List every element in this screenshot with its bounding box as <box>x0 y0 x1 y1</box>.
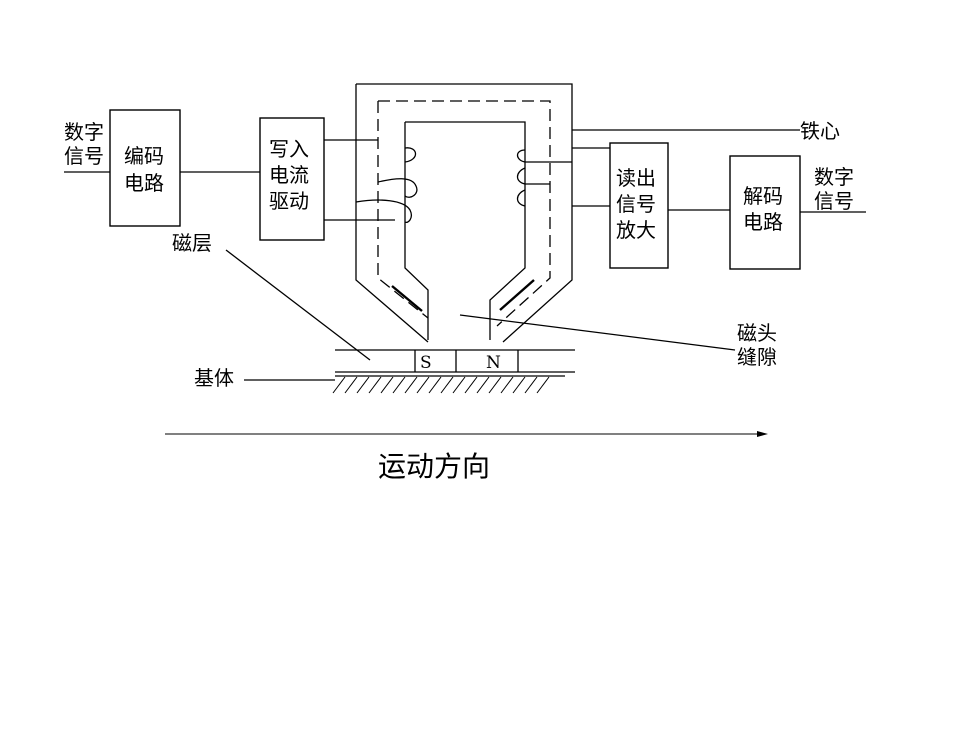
hatch-line <box>368 376 382 394</box>
hatch-line <box>380 376 394 394</box>
pole-right-mark <box>499 279 535 311</box>
head-gap-label-1: 磁头 <box>737 321 777 345</box>
hatch-line <box>416 376 430 394</box>
hatch-line <box>512 376 526 394</box>
read-amp-label-3: 放大 <box>616 218 656 242</box>
write-driver-label-1: 写入 <box>269 137 309 161</box>
output-signal-label-2: 信号 <box>814 189 854 213</box>
substrate-label: 基体 <box>194 366 234 390</box>
read-coil <box>516 147 610 207</box>
hatch-line <box>440 376 454 394</box>
read-amp-label-1: 读出 <box>616 166 656 190</box>
flux-path <box>377 100 551 327</box>
hatch-line <box>524 376 538 394</box>
magnetic-layer-leader <box>225 249 371 361</box>
direction-label: 运动方向 <box>378 450 490 483</box>
south-pole-label: S <box>420 353 432 373</box>
input-signal-label-2: 信号 <box>64 144 104 168</box>
head-gap-leader <box>459 314 736 351</box>
direction-arrowhead <box>757 431 768 437</box>
hatch-line <box>332 376 346 394</box>
hatch-line <box>536 376 550 394</box>
write-driver-label-3: 驱动 <box>269 189 309 213</box>
write-driver-label-2: 电流 <box>269 163 309 187</box>
north-pole-label: N <box>486 353 501 373</box>
read-amp-box <box>609 142 669 269</box>
hatch-line <box>428 376 442 394</box>
hatch-line <box>476 376 490 394</box>
hatch-line <box>500 376 514 394</box>
encoder-box <box>109 109 181 227</box>
iron-core-label: 铁心 <box>800 119 840 143</box>
decoder-label-1: 解码 <box>743 184 783 208</box>
output-signal-label-1: 数字 <box>814 165 854 189</box>
write-coil <box>355 147 418 224</box>
hatch-line <box>356 376 370 394</box>
iron-core-outer <box>355 83 573 343</box>
hatch-line <box>344 376 358 394</box>
read-amp-label-2: 信号 <box>616 192 656 216</box>
hatch-line <box>452 376 466 394</box>
encoder-label-2: 电路 <box>124 171 164 195</box>
substrate-hatch <box>332 376 550 394</box>
encoder-label-1: 编码 <box>124 144 164 168</box>
write-driver-box <box>259 117 325 241</box>
magnetic-layer-label: 磁层 <box>172 231 212 255</box>
hatch-line <box>404 376 418 394</box>
recording-medium <box>335 349 575 377</box>
hatch-line <box>392 376 406 394</box>
input-signal-label-1: 数字 <box>64 120 104 144</box>
hatch-line <box>488 376 502 394</box>
decoder-label-2: 电路 <box>743 210 783 234</box>
hatch-line <box>464 376 478 394</box>
head-gap-label-2: 缝隙 <box>737 345 777 369</box>
iron-core-inner <box>404 121 526 340</box>
pole-left-mark <box>391 285 423 312</box>
